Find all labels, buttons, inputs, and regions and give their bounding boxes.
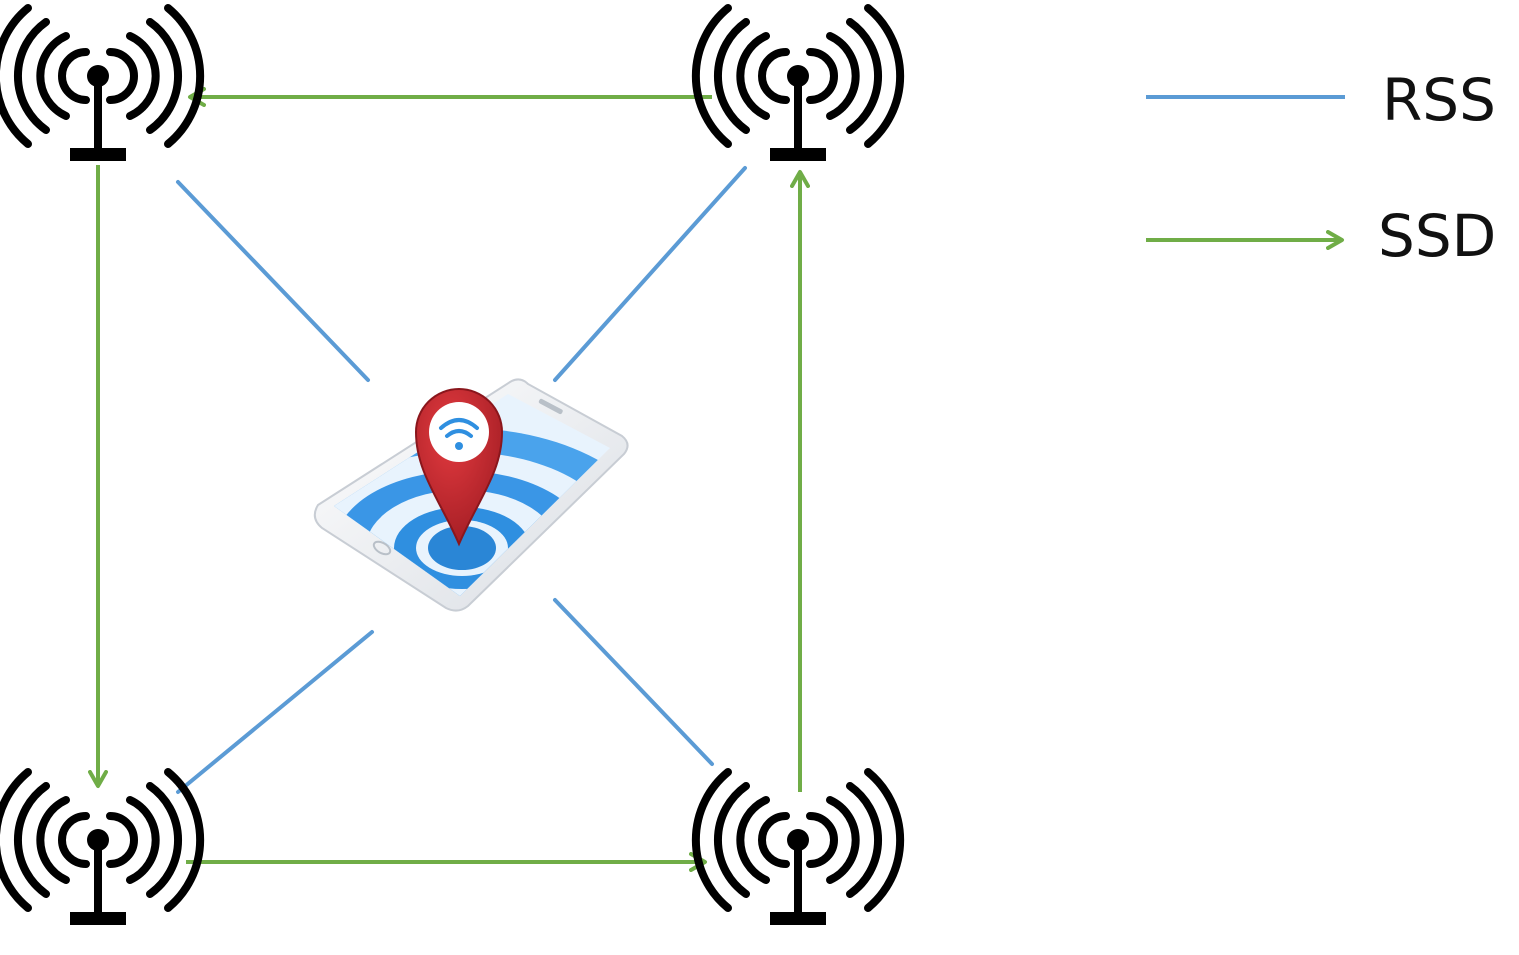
radio-tower-icon xyxy=(0,772,200,925)
legend-rss-label: RSS xyxy=(1382,66,1496,134)
radio-tower-icon xyxy=(696,772,900,925)
wifi-icon xyxy=(439,418,479,450)
rss-line-top-right xyxy=(553,166,747,382)
rss-line-bottom-left xyxy=(176,630,374,794)
radio-tower-icon xyxy=(0,8,200,161)
rss-links xyxy=(176,166,747,794)
rss-line-bottom-right xyxy=(553,598,714,766)
radio-tower-icon xyxy=(696,8,900,161)
ssd-links xyxy=(88,87,810,872)
location-pin-icon xyxy=(414,388,504,547)
rss-line-top-left xyxy=(176,180,370,382)
legend-ssd-label: SSD xyxy=(1378,202,1496,270)
legend: RSS SSD xyxy=(1146,66,1496,270)
